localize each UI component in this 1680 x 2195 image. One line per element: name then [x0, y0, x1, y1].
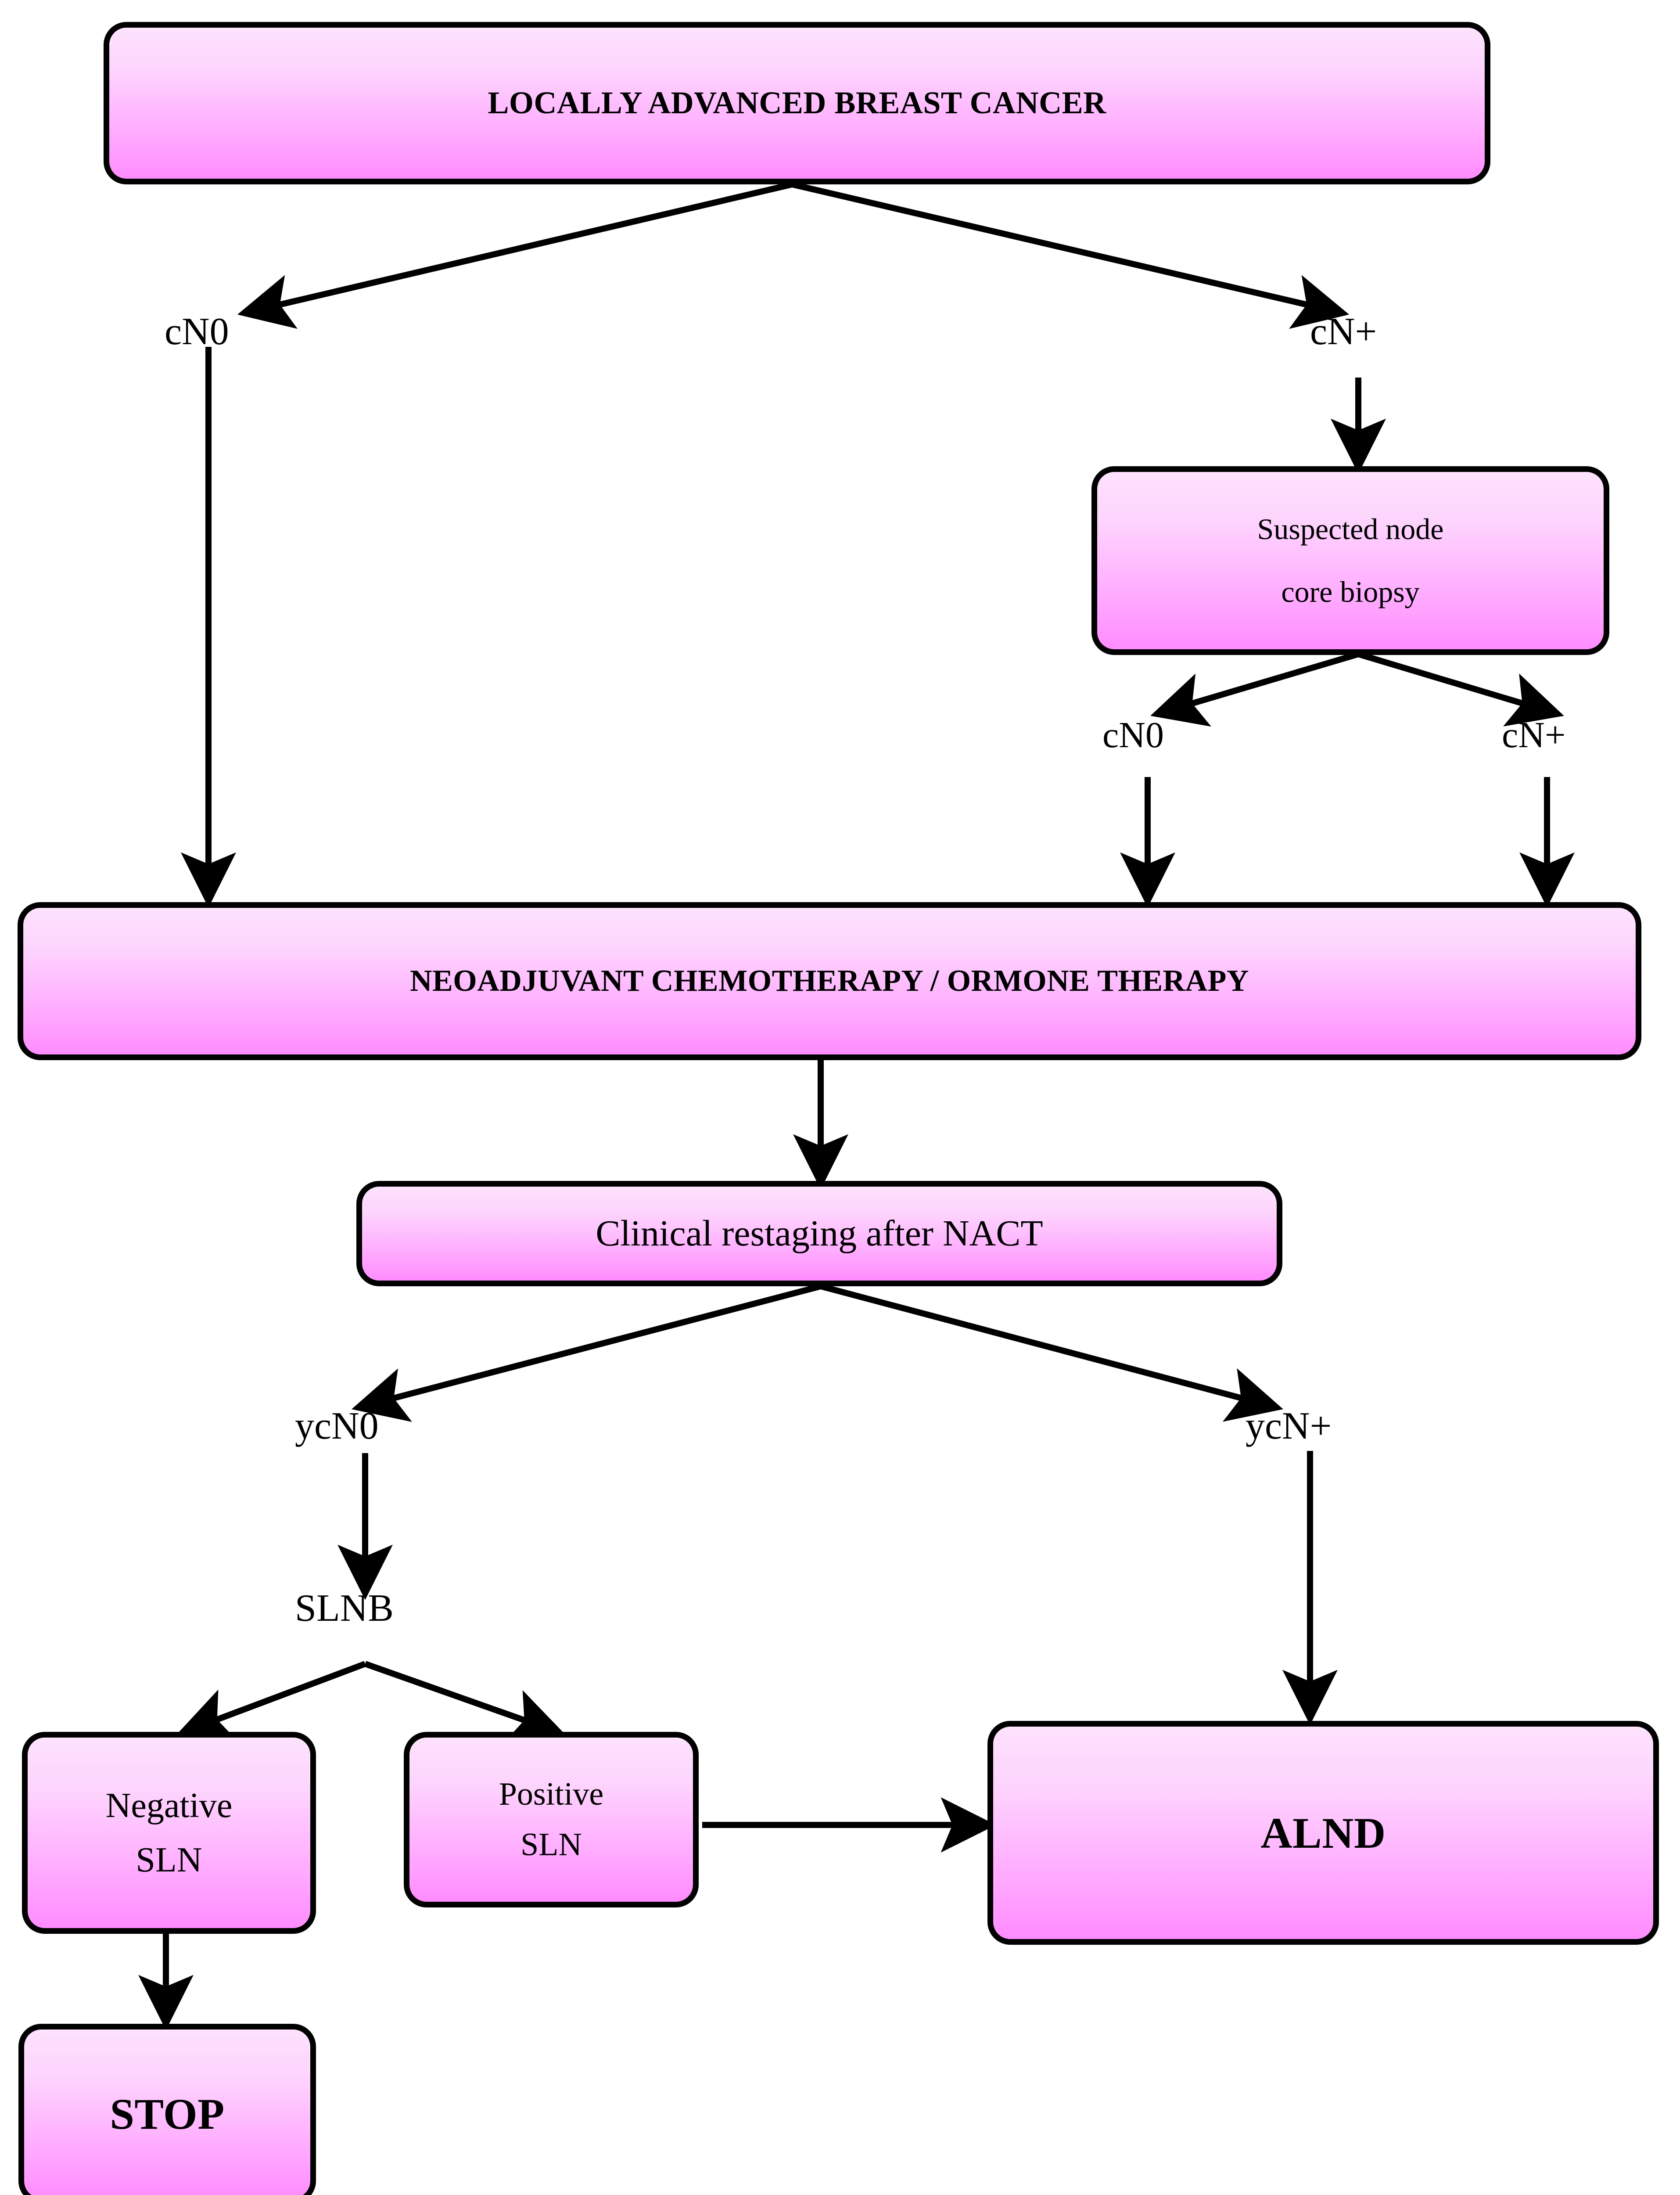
edge-label-ycn0: ycN0 [295, 1405, 379, 1447]
edge-label-cnplus-biopsy: cN+ [1502, 715, 1566, 756]
edge-biopsy-to-cn0 [1150, 651, 1359, 727]
node-label-positive-sln: Positive SLN [499, 1776, 604, 1863]
node-stop[interactable]: STOP [18, 2024, 316, 2195]
node-neoadjuvant-therapy[interactable]: NEOADJUVANT CHEMOTHERAPY / ORMONE THERAP… [18, 902, 1641, 1060]
node-label-alnd: ALND [1260, 1808, 1386, 1857]
edge-labc-to-cn0 [237, 181, 793, 329]
node-locally-advanced-breast-cancer[interactable]: LOCALLY ADVANCED BREAST CANCER [104, 22, 1490, 184]
edge-label-ycnplus: ycN+ [1246, 1405, 1332, 1447]
node-label-restaging: Clinical restaging after NACT [596, 1213, 1043, 1254]
edge-labc-to-cnplus [791, 181, 1350, 329]
edge-biopsy-to-cnplus [1357, 651, 1564, 727]
node-suspected-node-core-biopsy[interactable]: Suspected node core biopsy [1091, 466, 1609, 655]
node-label-stop: STOP [110, 2089, 225, 2138]
edge-label-cnplus-top: cN+ [1310, 310, 1377, 353]
edge-label-cn0-top: cN0 [165, 310, 229, 353]
edge-slnb-to-positive [364, 1661, 566, 1742]
edge-label-slnb: SLNB [295, 1587, 394, 1630]
edge-slnb-to-negative [176, 1661, 366, 1742]
node-alnd[interactable]: ALND [987, 1721, 1659, 1945]
node-label-nact: NEOADJUVANT CHEMOTHERAPY / ORMONE THERAP… [410, 964, 1249, 998]
node-positive-sln[interactable]: Positive SLN [404, 1732, 699, 1907]
node-negative-sln[interactable]: Negative SLN [22, 1732, 316, 1934]
node-label-labc: LOCALLY ADVANCED BREAST CANCER [488, 85, 1106, 121]
node-label-negative-sln: Negative SLN [105, 1786, 233, 1879]
edge-label-cn0-biopsy: cN0 [1102, 715, 1164, 756]
node-label-biopsy: Suspected node core biopsy [1257, 512, 1444, 608]
node-clinical-restaging[interactable]: Clinical restaging after NACT [356, 1181, 1282, 1286]
edge-restaging-to-ycnplus [820, 1283, 1283, 1422]
edge-restaging-to-ycn0 [352, 1283, 822, 1422]
